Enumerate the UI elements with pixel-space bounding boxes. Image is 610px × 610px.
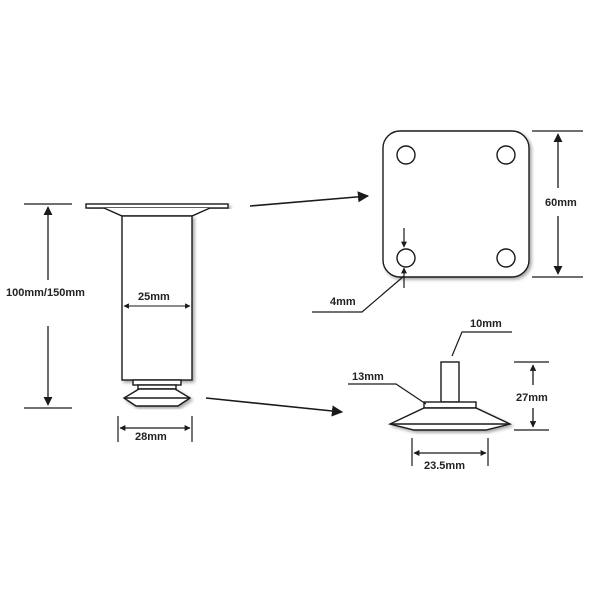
- mounting-plate: [382, 130, 530, 278]
- stem-diameter-label: 10mm: [470, 318, 502, 330]
- glide-base-diameter-label: 23.5mm: [424, 460, 465, 472]
- leg-collar: [132, 379, 182, 386]
- glide-collar: [423, 401, 477, 409]
- base-diameter-label: 28mm: [135, 431, 167, 443]
- leg-top-plate: [85, 203, 229, 209]
- glide-base-dimension: [411, 438, 489, 466]
- hole-diameter-dimension: [312, 228, 407, 313]
- leg-tube: [121, 215, 193, 381]
- glide-body: [387, 407, 513, 431]
- leg-top-flare: [103, 207, 211, 217]
- plate-hole-bottom-left: [396, 248, 416, 268]
- stem-collar-leader: [348, 383, 427, 405]
- base-diameter-dimension: [117, 416, 193, 442]
- pointer-arrow-glide: [205, 397, 344, 417]
- plate-hole-bottom-right: [496, 248, 516, 268]
- hole-diameter-label: 4mm: [330, 296, 356, 308]
- height-dimension: [24, 203, 72, 409]
- pointer-arrow-plate: [249, 191, 370, 207]
- plate-hole-top-left: [396, 145, 416, 165]
- furniture-leg: [85, 203, 229, 407]
- glide-height-dimension: [514, 361, 549, 431]
- tube-diameter-label: 25mm: [138, 291, 170, 303]
- height-label: 100mm/150mm: [6, 287, 85, 299]
- stem-collar-label: 13mm: [352, 371, 384, 383]
- glide-stem: [440, 361, 460, 403]
- plate-hole-top-right: [496, 145, 516, 165]
- plate-size-label: 60mm: [545, 197, 577, 209]
- glide-detail: [387, 361, 513, 431]
- plate-size-dimension: [532, 130, 583, 278]
- stem-diameter-leader: [451, 331, 512, 357]
- plate-outline: [382, 130, 530, 278]
- glide-height-label: 27mm: [516, 392, 548, 404]
